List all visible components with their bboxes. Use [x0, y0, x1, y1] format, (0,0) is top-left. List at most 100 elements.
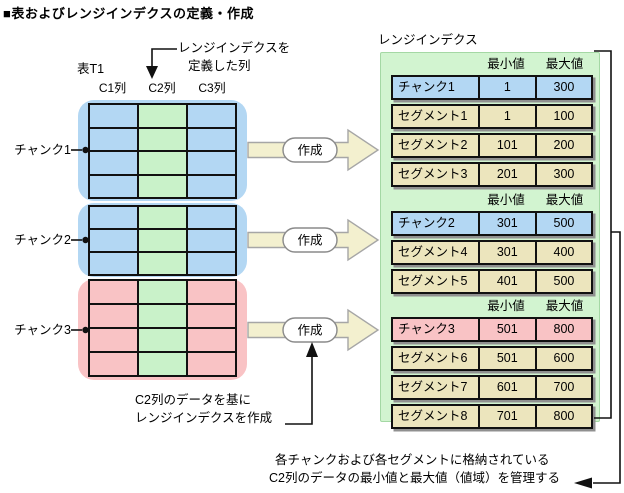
chunk-1-cell [139, 175, 186, 197]
chunk-3-label: チャンク3 [14, 323, 71, 337]
range-index-label: レンジインデクス [378, 33, 478, 47]
row-name: チャンク1 [398, 80, 455, 94]
defined-column-note-line1: レンジインデクスを [178, 41, 291, 55]
create-label: 作成 [297, 324, 322, 338]
chunk-3-cell [188, 305, 235, 327]
create-from-note-line2: レンジインデクスを作成 [135, 411, 273, 425]
row-min-value: 601 [477, 377, 535, 398]
chunk-2-grid [88, 205, 237, 276]
table-t1-label: 表T1 [77, 62, 105, 76]
defined-column-arrow [146, 48, 177, 79]
chunk-3-cell [90, 329, 137, 351]
chunk-2-cell [90, 207, 137, 228]
chunk-3-cell [90, 353, 137, 375]
create-arrow-shape [247, 218, 380, 262]
defined-column-note-line2: 定義した列 [188, 59, 251, 73]
max-value-header: 最大値 [545, 299, 584, 313]
row-name: セグメント2 [398, 138, 468, 152]
max-value-header: 最大値 [545, 57, 584, 71]
create-label: 作成 [297, 234, 322, 248]
min-value-header: 最小値 [487, 57, 525, 71]
column-header-c2: C2列 [148, 81, 176, 95]
chunk-1-cell [139, 152, 186, 174]
row-name: セグメント5 [398, 274, 468, 288]
create-from-note-line1: C2列のデータを基に [135, 393, 251, 407]
row-max-value: 300 [534, 164, 591, 185]
row-max-value: 300 [534, 77, 591, 98]
manage-note-line2: C2列のデータの最小値と最大値（値域）を管理する [269, 471, 560, 485]
create-label-pill [282, 227, 338, 253]
page-title: ■表およびレンジインデクスの定義・作成 [3, 6, 254, 21]
create-from-arrow [285, 342, 318, 425]
create-label: 作成 [297, 144, 322, 158]
row-name: セグメント3 [398, 167, 468, 181]
chunk-3-cell [188, 353, 235, 375]
create-arrow-3: 作成 [247, 308, 380, 352]
chunk-3-cell [139, 329, 186, 351]
chunk-1-cell [90, 128, 137, 150]
row-max-value: 800 [534, 406, 591, 427]
row-min-value: 101 [477, 135, 535, 156]
row-min-value: 1 [477, 106, 535, 127]
row-max-value: 800 [534, 319, 591, 340]
chunk-1-cell [188, 152, 235, 174]
create-arrow-shape [247, 308, 380, 352]
chunk-3-cell [188, 281, 235, 303]
manage-note-line1: 各チャンクおよび各セグメントに格納されている [275, 453, 550, 467]
row-min-value: 301 [477, 242, 535, 263]
chunk-3-cell [90, 281, 137, 303]
row-min-value: 401 [477, 271, 535, 292]
chunk-2-cell [139, 230, 186, 251]
chunk-1-cell [188, 175, 235, 197]
create-label-pill [282, 317, 338, 343]
chunk-3-cell [90, 305, 137, 327]
column-header-c1: C1列 [98, 81, 127, 95]
row-max-value: 100 [534, 106, 591, 127]
chunk-2-cell [90, 253, 137, 274]
chunk-2-cell [139, 253, 186, 274]
chunk-1-cell [139, 128, 186, 150]
chunk-1-cell [90, 152, 137, 174]
min-value-header: 最小値 [487, 299, 525, 313]
chunk-3-cell [188, 329, 235, 351]
create-arrow-shape [247, 128, 380, 172]
chunk-2-cell [188, 230, 235, 251]
range-index-table-2-header: 最小値 最大値 [476, 193, 593, 209]
create-arrow-2: 作成 [247, 218, 380, 262]
chunk-3-grid [88, 279, 237, 377]
row-name: チャンク3 [398, 322, 455, 336]
row-max-value: 500 [534, 213, 591, 234]
max-value-header: 最大値 [545, 193, 584, 207]
row-min-value: 1 [477, 77, 535, 98]
row-name: チャンク2 [398, 216, 455, 230]
row-min-value: 701 [477, 406, 535, 427]
chunk-2-cell [188, 253, 235, 274]
range-index-table-1-header: 最小値 最大値 [476, 57, 593, 73]
row-max-value: 200 [534, 135, 591, 156]
row-min-value: 501 [477, 348, 535, 369]
chunk-2-cell [90, 230, 137, 251]
column-header-c3: C3列 [198, 81, 226, 95]
row-name: セグメント1 [398, 109, 468, 123]
chunk-1-label: チャンク1 [14, 143, 71, 157]
row-max-value: 400 [534, 242, 591, 263]
chunk-1-cell [90, 105, 137, 127]
min-value-header: 最小値 [487, 193, 525, 207]
chunk-2-label: チャンク2 [14, 233, 71, 247]
chunk-3-cell [139, 353, 186, 375]
create-arrow-1: 作成 [247, 128, 380, 172]
chunk-1-grid [88, 103, 237, 199]
